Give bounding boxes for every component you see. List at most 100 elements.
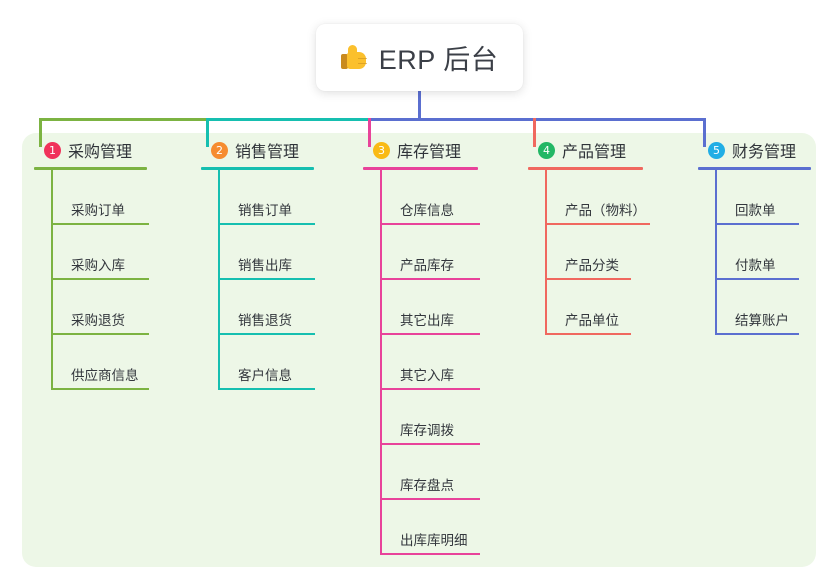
branch-column-3: 3 库存管理仓库信息产品库存其它出库其它入库库存调拨库存盘点出库库明细: [362, 133, 517, 555]
branch-item-underline: [380, 278, 480, 280]
branch-item[interactable]: 采购订单: [51, 170, 186, 225]
branches-panel: [22, 133, 816, 567]
branch-item[interactable]: 付款单: [715, 225, 839, 280]
branch-item-label: 销售退货: [238, 313, 292, 328]
branch-item-underline: [715, 333, 799, 335]
branch-title: 采购管理: [68, 144, 133, 161]
branch-item-underline: [380, 498, 480, 500]
branch-item-underline: [218, 278, 315, 280]
branch-drop-5: [703, 118, 706, 147]
branch-item-underline: [715, 278, 799, 280]
branch-item[interactable]: 产品（物料）: [545, 170, 682, 225]
branch-item-underline: [51, 278, 149, 280]
branch-item-label: 采购入库: [71, 258, 125, 273]
branch-item-label: 销售出库: [238, 258, 292, 273]
bus-segment-3: [368, 118, 536, 121]
branch-item[interactable]: 销售退货: [218, 280, 353, 335]
branch-item-underline: [380, 388, 480, 390]
branch-number-badge: 3: [373, 141, 390, 159]
branch-underline: [363, 167, 478, 170]
branch-item-label: 付款单: [735, 258, 776, 273]
branch-item-label: 采购退货: [71, 313, 125, 328]
branch-spine: [545, 170, 547, 335]
branch-drop-3: [368, 118, 371, 147]
branch-item[interactable]: 采购入库: [51, 225, 186, 280]
branch-header-2[interactable]: 2 销售管理: [200, 133, 353, 167]
branch-title: 销售管理: [235, 144, 300, 161]
branch-item[interactable]: 采购退货: [51, 280, 186, 335]
branch-underline: [698, 167, 811, 170]
branch-item-label: 销售订单: [238, 203, 292, 218]
branch-item-label: 库存调拨: [400, 423, 454, 438]
branch-item-underline: [218, 223, 315, 225]
branch-item-underline: [380, 553, 480, 555]
branch-item-underline: [218, 333, 315, 335]
branch-column-2: 2 销售管理销售订单销售出库销售退货客户信息: [200, 133, 353, 390]
branch-item[interactable]: 产品分类: [545, 225, 682, 280]
bus-segment-1: [39, 118, 209, 121]
branch-item[interactable]: 出库库明细: [380, 500, 517, 555]
branch-item-underline: [545, 223, 650, 225]
branch-drop-4: [533, 118, 536, 147]
branch-header-3[interactable]: 3 库存管理: [362, 133, 517, 167]
branch-column-4: 4 产品管理产品（物料） 产品分类产品单位: [527, 133, 682, 335]
branch-items: 回款单付款单结算账户: [715, 170, 839, 335]
branch-header-1[interactable]: 1 采购管理: [33, 133, 186, 167]
branch-title: 库存管理: [397, 144, 462, 161]
root-title: ERP 后台: [378, 45, 499, 75]
branch-item-label: 产品（物料）: [565, 203, 646, 218]
branch-item-label: 产品单位: [565, 313, 619, 328]
branch-items: 仓库信息产品库存其它出库其它入库库存调拨库存盘点出库库明细: [380, 170, 517, 555]
branch-item-underline: [51, 223, 149, 225]
root-stem-connector: [418, 91, 421, 121]
branch-item[interactable]: 其它入库: [380, 335, 517, 390]
branch-item[interactable]: 产品库存: [380, 225, 517, 280]
branch-item-label: 其它入库: [400, 368, 454, 383]
branch-item-label: 仓库信息: [400, 203, 454, 218]
branch-item-underline: [545, 333, 631, 335]
branch-item-label: 产品库存: [400, 258, 454, 273]
branch-item-label: 结算账户: [735, 313, 789, 328]
branch-item-underline: [380, 333, 480, 335]
branch-drop-1: [39, 118, 42, 147]
branch-item[interactable]: 销售出库: [218, 225, 353, 280]
branch-items: 产品（物料） 产品分类产品单位: [545, 170, 682, 335]
branch-underline: [201, 167, 314, 170]
branch-header-4[interactable]: 4 产品管理: [527, 133, 682, 167]
branch-item[interactable]: 库存盘点: [380, 445, 517, 500]
branch-item-underline: [218, 388, 315, 390]
branch-number-badge: 2: [211, 141, 228, 159]
branch-item[interactable]: 销售订单: [218, 170, 353, 225]
branch-item-label: 供应商信息: [71, 368, 139, 383]
branch-item[interactable]: 其它出库: [380, 280, 517, 335]
branch-column-1: 1 采购管理采购订单采购入库采购退货供应商信息: [33, 133, 186, 390]
branch-item[interactable]: 库存调拨: [380, 390, 517, 445]
branch-item[interactable]: 结算账户: [715, 280, 839, 335]
branch-spine: [715, 170, 717, 335]
branch-item-label: 库存盘点: [400, 478, 454, 493]
branch-item-underline: [380, 223, 480, 225]
branch-item[interactable]: 客户信息: [218, 335, 353, 390]
branch-item[interactable]: 仓库信息: [380, 170, 517, 225]
branch-item[interactable]: 产品单位: [545, 280, 682, 335]
bus-segment-4: [533, 118, 706, 121]
branch-item-label: 采购订单: [71, 203, 125, 218]
branch-drop-2: [206, 118, 209, 147]
branch-item[interactable]: 回款单: [715, 170, 839, 225]
branch-spine: [51, 170, 53, 390]
branch-item-label: 出库库明细: [400, 533, 468, 548]
root-node[interactable]: ERP 后台: [316, 24, 523, 91]
branch-spine: [218, 170, 220, 390]
branch-item-label: 客户信息: [238, 368, 292, 383]
branch-number-badge: 1: [44, 141, 61, 159]
branch-item-underline: [51, 333, 149, 335]
bus-segment-2: [206, 118, 371, 121]
branch-items: 采购订单采购入库采购退货供应商信息: [51, 170, 186, 390]
branch-item-label: 其它出库: [400, 313, 454, 328]
branch-number-badge: 4: [538, 141, 555, 159]
branch-title: 产品管理: [562, 144, 627, 161]
branch-item[interactable]: 供应商信息: [51, 335, 186, 390]
